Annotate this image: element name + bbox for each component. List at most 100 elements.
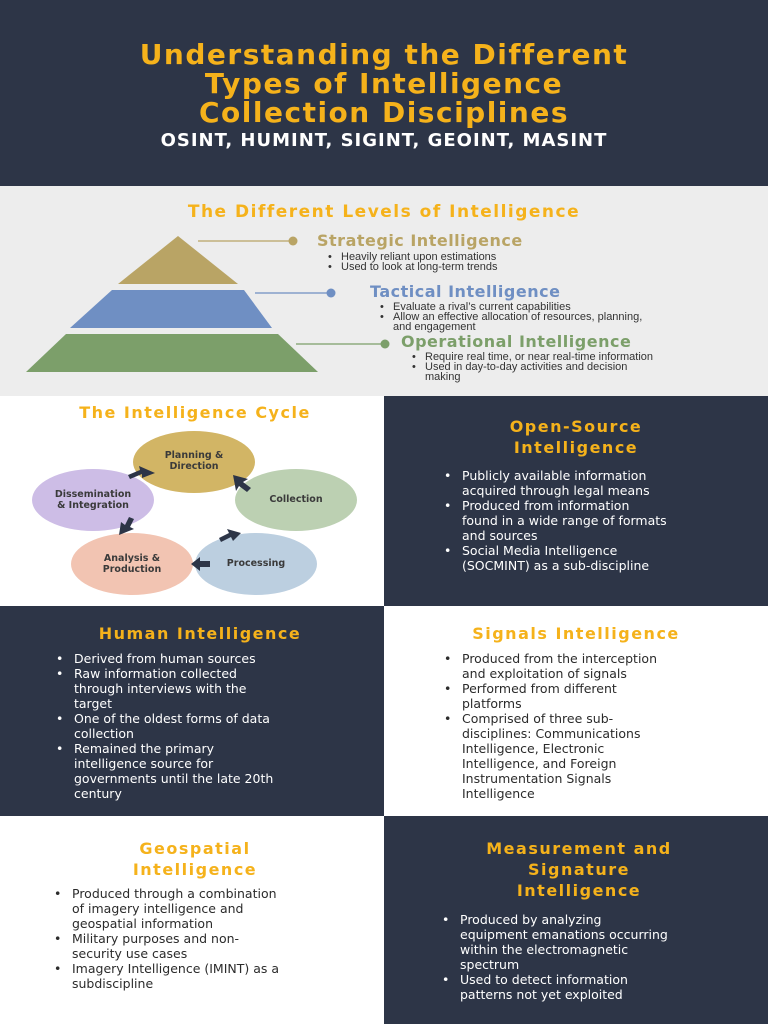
masint-title: Measurement and Signature Intelligence	[384, 838, 768, 901]
line: Produced from information	[462, 498, 630, 513]
sigint-section: Signals Intelligence Produced from the i…	[384, 606, 768, 816]
line: Produced from the interception	[462, 651, 658, 666]
planning-node	[133, 431, 255, 493]
sigint-title: Signals Intelligence	[472, 624, 680, 643]
list-item: Used in day-to-day activities and decisi…	[410, 362, 760, 373]
line: within the electromagnetic	[460, 942, 629, 957]
line: Produced through a combination	[72, 886, 277, 901]
line: Derived from human sources	[74, 651, 256, 666]
geoint-title-line: Intelligence	[132, 860, 258, 879]
operational-connector-dot	[380, 339, 390, 349]
masint-title-line: Signature	[528, 860, 630, 879]
line: Intelligence, Electronic	[462, 741, 605, 756]
line: Intelligence	[462, 786, 535, 801]
masint-section: Measurement and Signature Intelligence P…	[384, 816, 768, 1024]
arrow-collection-processing	[219, 529, 241, 542]
list-item: Military purposes and non-security use c…	[52, 931, 377, 961]
list-item: making	[425, 371, 461, 383]
collection-node	[235, 469, 357, 531]
line: patterns not yet exploited	[460, 987, 623, 1002]
processing-label: Processing	[226, 558, 286, 569]
title-line-1: Understanding the Different	[139, 38, 629, 71]
tactical-intelligence-label: Tactical Intelligence	[370, 282, 561, 301]
list-item: Used to look at long-term trends	[326, 262, 616, 273]
list-item: Comprised of three sub-disciplines: Comm…	[442, 711, 762, 801]
pyramid-diagram	[26, 236, 390, 372]
cycle-section: The Intelligence Cycle Planning & Direct…	[0, 396, 384, 606]
line: through interviews with the	[74, 681, 247, 696]
page-title: Understanding the Different Types of Int…	[0, 40, 768, 127]
line: of imagery intelligence and	[72, 901, 244, 916]
strategic-intelligence-label: Strategic Intelligence	[317, 231, 523, 250]
operational-bullets: Require real time, or near real-time inf…	[410, 352, 760, 383]
dissemination-node	[32, 469, 154, 531]
header-banner: Understanding the Different Types of Int…	[0, 0, 768, 186]
arrow-planning-collection	[233, 475, 251, 492]
line: found in a wide range of formats	[462, 513, 667, 528]
line: Comprised of three sub-	[462, 711, 614, 726]
processing-node	[195, 533, 317, 595]
pyramid-tier-strategic	[118, 236, 238, 284]
page-subtitle: OSINT, HUMINT, SIGINT, GEOINT, MASINT	[160, 130, 608, 151]
line: spectrum	[460, 957, 520, 972]
operational-intelligence-label: Operational Intelligence	[401, 332, 632, 351]
masint-title-line: Measurement and	[486, 839, 672, 858]
title-line-2: Types of Intelligence	[204, 67, 564, 100]
title-line-3: Collection Disciplines	[199, 96, 569, 129]
line: Instrumentation Signals	[462, 771, 612, 786]
line: Raw information collected	[74, 666, 237, 681]
line: Produced by analyzing	[460, 912, 602, 927]
line: One of the oldest forms of data	[74, 711, 270, 726]
line: security use cases	[72, 946, 188, 961]
geoint-title: Geospatial Intelligence	[0, 838, 390, 880]
osint-title-line: Intelligence	[513, 438, 639, 457]
line: target	[74, 696, 113, 711]
levels-title: The Different Levels of Intelligence	[187, 202, 581, 222]
tactical-connector-dot	[326, 288, 336, 298]
line: disciplines: Communications	[462, 726, 641, 741]
line: Social Media Intelligence	[462, 543, 618, 558]
masint-title-line: Intelligence	[516, 881, 642, 900]
osint-title: Open-Source Intelligence	[384, 416, 768, 458]
tactical-bullets: Evaluate a rival’s current capabilities …	[378, 302, 768, 333]
dissemination-label-line: Dissemination	[54, 489, 132, 500]
pyramid-tier-operational	[26, 334, 318, 372]
line: Military purposes and non-	[72, 931, 240, 946]
line: platforms	[462, 696, 522, 711]
line: Intelligence, and Foreign	[462, 756, 617, 771]
dissemination-label: Dissemination & Integration	[37, 489, 149, 511]
list-item: Evaluate a rival’s current capabilities	[378, 302, 768, 313]
line: subdiscipline	[72, 976, 154, 991]
pyramid-tier-tactical	[70, 290, 272, 328]
analysis-label: Analysis & Production	[82, 553, 182, 575]
list-item: and engagement	[393, 321, 476, 333]
line: (SOCMINT) as a sub-discipline	[462, 558, 650, 573]
planning-label-line: Planning &	[164, 450, 224, 461]
planning-label-line: Direction	[169, 461, 219, 472]
line: century	[74, 786, 122, 801]
line: and exploitation of signals	[462, 666, 627, 681]
line: Used to detect information	[460, 972, 628, 987]
collection-label: Collection	[269, 494, 323, 505]
line: Publicly available information	[462, 468, 647, 483]
list-item: Social Media Intelligence(SOCMINT) as a …	[442, 543, 762, 573]
dissemination-label-line: & Integration	[57, 500, 129, 511]
planning-label: Planning & Direction	[144, 450, 244, 472]
analysis-node	[71, 533, 193, 595]
line: Imagery Intelligence (IMINT) as a	[72, 961, 280, 976]
list-item: Derived from human sources	[54, 651, 374, 666]
line: Performed from different	[462, 681, 617, 696]
list-item: Imagery Intelligence (IMINT) as asubdisc…	[52, 961, 377, 991]
list-item: One of the oldest forms of datacollectio…	[54, 711, 374, 741]
